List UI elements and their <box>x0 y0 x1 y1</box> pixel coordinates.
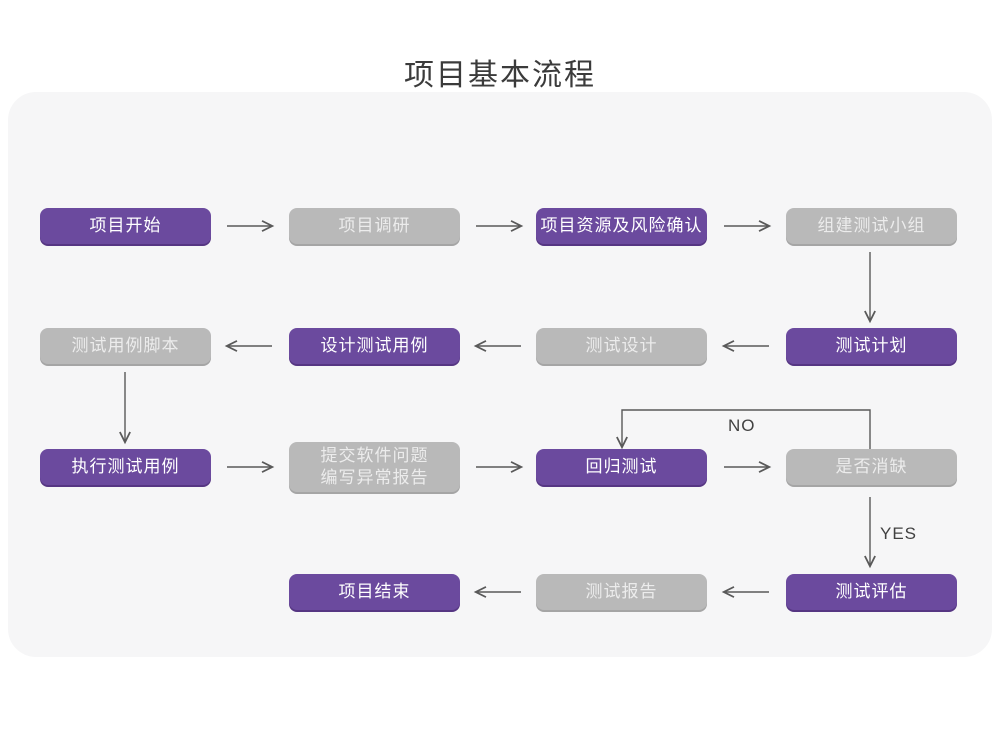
page-title: 项目基本流程 <box>404 59 596 92</box>
node-test-design: 测试设计 <box>536 328 707 364</box>
node-project-start: 项目开始 <box>40 208 211 244</box>
flowchart-card <box>8 92 992 657</box>
node-test-case-script: 测试用例脚本 <box>40 328 211 364</box>
node-resource-risk-confirm: 项目资源及风险确认 <box>536 208 707 244</box>
node-design-test-case: 设计测试用例 <box>289 328 460 364</box>
node-test-report: 测试报告 <box>536 574 707 610</box>
node-project-end: 项目结束 <box>289 574 460 610</box>
node-build-test-team: 组建测试小组 <box>786 208 957 244</box>
edge-label-yes: YES <box>880 524 918 543</box>
node-test-evaluate: 测试评估 <box>786 574 957 610</box>
node-defect-cleared: 是否消缺 <box>786 449 957 485</box>
node-test-plan: 测试计划 <box>786 328 957 364</box>
node-execute-test-case: 执行测试用例 <box>40 449 211 485</box>
edge-label-no: NO <box>728 416 756 435</box>
node-project-research: 项目调研 <box>289 208 460 244</box>
node-submit-issue-report: 提交软件问题 编写异常报告 <box>289 442 460 492</box>
node-regression-test: 回归测试 <box>536 449 707 485</box>
